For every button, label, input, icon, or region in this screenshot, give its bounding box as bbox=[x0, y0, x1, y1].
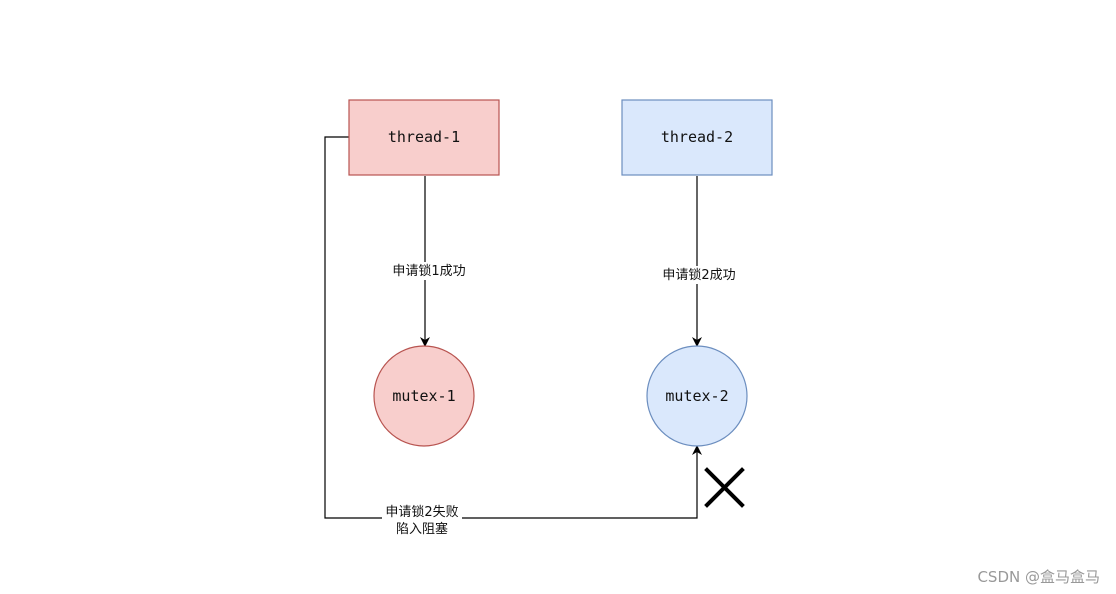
thread-2-label: thread-2 bbox=[661, 128, 733, 146]
edge-label-blocked: 陷入阻塞 bbox=[396, 521, 448, 537]
thread-2-node: thread-2 bbox=[621, 99, 773, 176]
edge-label-lock2-success: 申请锁2成功 bbox=[662, 267, 735, 283]
edge-label-lock1-success: 申请锁1成功 bbox=[392, 263, 465, 279]
edge-thread1-mutex2 bbox=[324, 136, 702, 519]
cross-icon bbox=[704, 467, 745, 508]
thread-1-node: thread-1 bbox=[348, 99, 500, 176]
mutex-1-node: mutex-1 bbox=[373, 345, 475, 447]
mutex-1-label: mutex-1 bbox=[392, 387, 455, 405]
mutex-2-label: mutex-2 bbox=[665, 387, 728, 405]
thread-1-label: thread-1 bbox=[388, 128, 460, 146]
edge-label-lock2-fail: 申请锁2失败 bbox=[385, 504, 458, 520]
mutex-2-node: mutex-2 bbox=[646, 345, 748, 447]
watermark: CSDN @盒马盒马 bbox=[977, 568, 1100, 586]
